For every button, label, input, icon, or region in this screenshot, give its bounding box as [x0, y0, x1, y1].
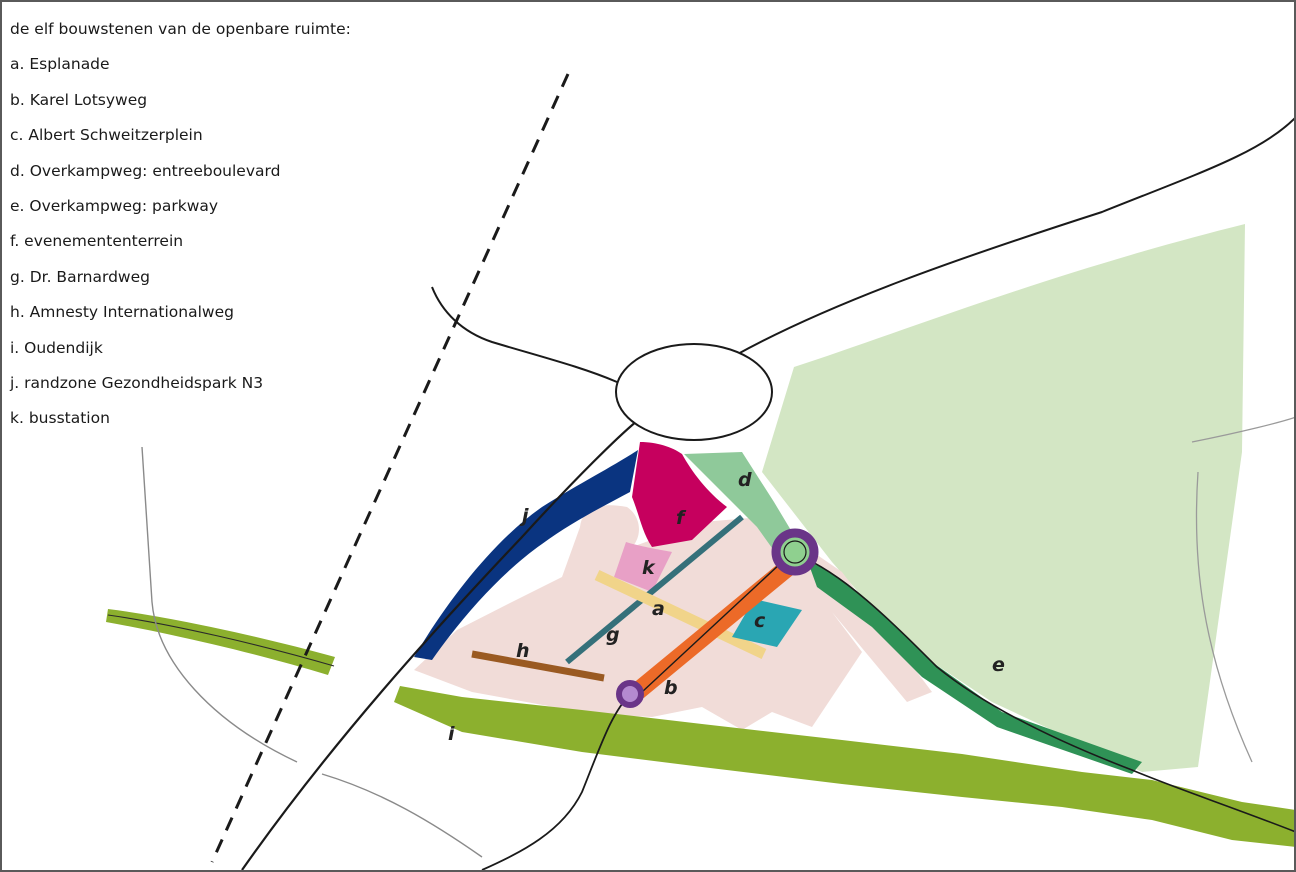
boulevard-b — [632, 557, 798, 698]
roundabout — [615, 343, 773, 441]
road-north-east — [735, 117, 1294, 356]
legend-item-f: f. evenemententerrein — [10, 232, 184, 251]
legend-title: de elf bouwstenen van de openbare ruimte… — [10, 20, 351, 38]
esplanade-a — [594, 570, 767, 659]
dashed-boundary — [210, 73, 570, 863]
legend-item-d: d. Overkampweg: entreeboulevard — [10, 161, 281, 180]
map-label-a: a — [652, 598, 665, 620]
parkway-e — [808, 562, 1142, 774]
street-g — [565, 514, 744, 665]
map-label-d: d — [738, 469, 752, 491]
road-j — [414, 450, 638, 660]
road-along-parkway — [796, 554, 1294, 833]
map-label-c: c — [754, 610, 766, 632]
park-area — [762, 224, 1245, 772]
dike-west-centerline — [107, 614, 335, 667]
avenue-h — [471, 650, 605, 682]
map-label-g: g — [606, 624, 620, 646]
legend: de elf bouwstenen van de openbare ruimte… — [10, 12, 351, 437]
dike-oudendijk — [394, 686, 1294, 847]
map-label-e: e — [992, 654, 1005, 676]
event-area-f — [632, 442, 727, 547]
road-ring-connector — [431, 286, 618, 383]
legend-item-h: h. Amnesty Internationalweg — [10, 303, 234, 322]
legend-item-g: g. Dr. Barnardweg — [10, 267, 150, 286]
thin-road-southwest — [321, 773, 483, 858]
main-road — [241, 416, 643, 870]
road-to-south — [481, 691, 633, 870]
hub-north — [771, 528, 819, 576]
legend-item-a: a. Esplanade — [10, 55, 110, 74]
map-label-b: b — [664, 677, 678, 699]
legend-item-c: c. Albert Schweitzerplein — [10, 126, 203, 145]
legend-item-k: k. busstation — [10, 409, 110, 428]
map-label-h: h — [516, 640, 530, 662]
dike-west — [106, 609, 335, 675]
legend-item-i: i. Oudendijk — [10, 338, 103, 357]
legend-item-e: e. Overkampweg: parkway — [10, 197, 219, 216]
legend-item-b: b. Karel Lotsyweg — [10, 90, 148, 109]
road-esplanade-crossing — [641, 549, 796, 693]
map-label-f: f — [676, 507, 687, 529]
bus-station-k — [614, 542, 672, 592]
thin-road-west — [141, 446, 298, 763]
hub-south — [616, 680, 644, 708]
entree-boulevard-d — [684, 452, 798, 562]
hub-north-inner — [783, 540, 807, 564]
legend-list: a. Esplanade b. Karel Lotsyweg c. Albert… — [10, 47, 351, 436]
map-label-k: k — [642, 557, 656, 579]
thin-road-east — [1191, 416, 1294, 443]
square-c — [732, 599, 802, 647]
legend-item-j: j. randzone Gezondheidspark N3 — [10, 374, 264, 393]
thin-road-east-2 — [1195, 471, 1253, 763]
map-label-j: j — [519, 505, 529, 527]
map-label-i: i — [448, 723, 455, 745]
